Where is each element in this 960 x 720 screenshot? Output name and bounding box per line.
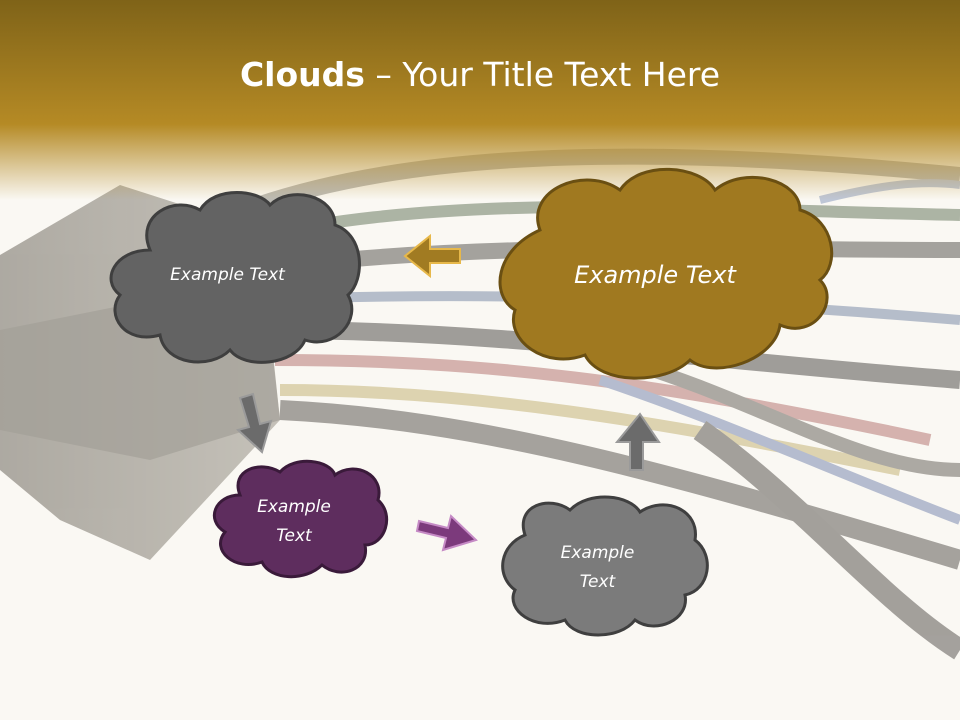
title-bold-part: Clouds [239,55,365,94]
cloud-bottom-right[interactable] [501,495,709,637]
title-dash: – [375,55,392,94]
title-rest: Your Title Text Here [402,55,721,94]
arrow-down-icon [235,392,273,454]
cloud-top-right-line-1: Example Text [574,261,736,289]
arrow-right-icon [415,514,478,552]
cloud-bottom-left-text: Example Text [238,493,350,551]
cloud-bottom-left[interactable] [212,459,389,579]
slide-title[interactable]: Clouds – Your Title Text Here [0,55,960,95]
cloud-bottom-right-line-1: Example [560,543,635,563]
cloud-top-left-text: Example Text [145,264,310,286]
cloud-top-right-text: Example Text [550,260,760,290]
cloud-top-left[interactable] [109,191,361,364]
cloud-bottom-left-line-1: Example [257,497,331,517]
cloud-top-left-line-1: Example Text [170,265,285,285]
cloud-bottom-right-text: Example Text [540,539,655,597]
arrow-up-icon [614,412,661,471]
cloud-bottom-right-line-2: Text [579,572,616,592]
cloud-top-right[interactable] [498,167,834,380]
header-band [0,0,960,200]
arrow-left-icon [403,233,461,279]
cloud-bottom-left-line-2: Text [276,526,312,546]
